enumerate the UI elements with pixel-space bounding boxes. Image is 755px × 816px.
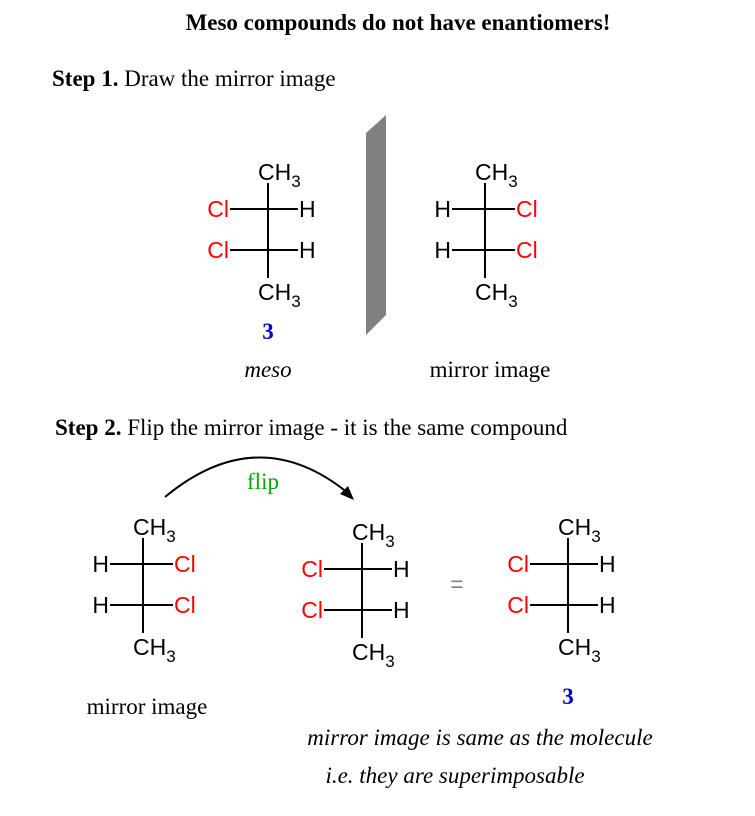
ch3-subscript: 3 [166, 647, 175, 666]
ch3-subscript: 3 [591, 647, 600, 666]
step2-heading: Step 2. Flip the mirror image - it is th… [55, 415, 568, 440]
mirror-plane [366, 115, 386, 335]
ch3-subscript: 3 [508, 292, 517, 311]
right-substituent: H [299, 237, 316, 263]
left-substituent: H [434, 237, 451, 263]
mirror-image-caption-1: mirror image [430, 357, 551, 382]
ch3-subscript: 3 [385, 532, 394, 551]
flip-label: flip [247, 469, 279, 494]
ch3-main: CH [475, 279, 508, 305]
ch3-main: CH [475, 159, 508, 185]
left-substituent: Cl [507, 551, 529, 577]
compound-number-2: 3 [562, 684, 574, 709]
ch3-main: CH [352, 639, 385, 665]
methyl-bottom: CH3 [352, 639, 395, 671]
left-substituent: Cl [207, 196, 229, 222]
left-substituent: H [92, 592, 109, 618]
ch3-main: CH [558, 634, 591, 660]
equals-sign: = [450, 571, 463, 597]
ch3-main: CH [133, 514, 166, 540]
flip-arrowhead-icon [340, 486, 354, 500]
left-substituent: Cl [507, 592, 529, 618]
step1-text: Draw the mirror image [118, 66, 335, 91]
right-substituent: Cl [174, 551, 196, 577]
right-substituent: Cl [516, 196, 538, 222]
conclusion-line-2: i.e. they are superimposable [325, 763, 584, 788]
ch3-main: CH [258, 279, 291, 305]
ch3-main: CH [558, 514, 591, 540]
ch3-subscript: 3 [291, 172, 300, 191]
compound-number-1: 3 [262, 319, 274, 344]
methyl-bottom: CH3 [475, 279, 518, 311]
right-substituent: Cl [174, 592, 196, 618]
ch3-subscript: 3 [508, 172, 517, 191]
right-substituent: H [599, 551, 616, 577]
right-substituent: H [299, 196, 316, 222]
methyl-top: CH3 [133, 514, 176, 546]
ch3-main: CH [352, 519, 385, 545]
methyl-top: CH3 [258, 159, 301, 191]
methyl-bottom: CH3 [258, 279, 301, 311]
flip-arrow [164, 456, 349, 498]
methyl-top: CH3 [352, 519, 395, 551]
left-substituent: Cl [207, 237, 229, 263]
conclusion-line-1: mirror image is same as the molecule [307, 725, 652, 750]
ch3-subscript: 3 [591, 527, 600, 546]
left-substituent: H [434, 196, 451, 222]
methyl-top: CH3 [475, 159, 518, 191]
right-substituent: H [599, 592, 616, 618]
ch3-subscript: 3 [166, 527, 175, 546]
left-substituent: Cl [301, 597, 323, 623]
step1-label: Step 1. [52, 66, 118, 91]
ch3-main: CH [133, 634, 166, 660]
title: Meso compounds do not have enantiomers! [186, 10, 611, 35]
mirror-image-caption-2: mirror image [87, 694, 208, 719]
left-substituent: Cl [301, 556, 323, 582]
methyl-bottom: CH3 [558, 634, 601, 666]
meso-caption: meso [244, 357, 291, 382]
ch3-main: CH [258, 159, 291, 185]
methyl-bottom: CH3 [133, 634, 176, 666]
step2-text: Flip the mirror image - it is the same c… [121, 415, 567, 440]
step2-label: Step 2. [55, 415, 121, 440]
ch3-subscript: 3 [291, 292, 300, 311]
left-substituent: H [92, 551, 109, 577]
methyl-top: CH3 [558, 514, 601, 546]
step1-heading: Step 1. Draw the mirror image [52, 66, 336, 91]
ch3-subscript: 3 [385, 652, 394, 671]
right-substituent: H [393, 597, 410, 623]
right-substituent: Cl [516, 237, 538, 263]
right-substituent: H [393, 556, 410, 582]
